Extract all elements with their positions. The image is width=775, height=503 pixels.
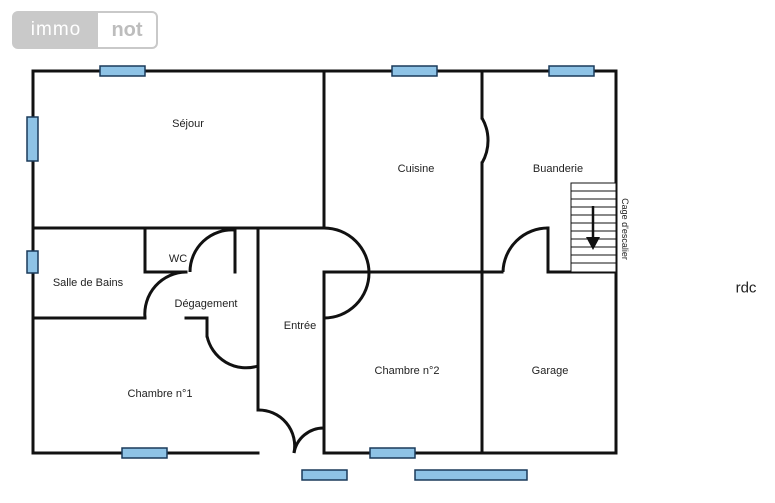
room-label-salle-de-bains: Salle de Bains bbox=[52, 277, 124, 289]
window-entree-bottom bbox=[301, 469, 348, 481]
walls bbox=[31, 69, 618, 455]
room-label-wc: WC bbox=[168, 253, 188, 265]
windows bbox=[26, 65, 595, 481]
logo-text-immo: immo bbox=[30, 19, 82, 40]
window-chambre2-bottom bbox=[369, 447, 416, 459]
room-label-garage: Garage bbox=[531, 365, 569, 377]
stair-arrow-head bbox=[586, 237, 600, 250]
room-label-buanderie: Buanderie bbox=[532, 163, 584, 175]
room-label-cuisine: Cuisine bbox=[397, 163, 435, 175]
room-label-sejour: Séjour bbox=[172, 118, 204, 130]
room-label-entree: Entrée bbox=[283, 320, 317, 332]
room-label-chambre-2: Chambre n°2 bbox=[374, 365, 440, 377]
window-buanderie-top bbox=[548, 65, 595, 77]
window-bains-left bbox=[26, 250, 39, 274]
window-sejour-top bbox=[99, 65, 146, 77]
staircase bbox=[570, 182, 617, 273]
room-label-degagement: Dégagement bbox=[174, 298, 238, 310]
window-chambre1-bottom bbox=[121, 447, 168, 459]
window-garage-bottom bbox=[414, 469, 528, 481]
immonot-logo: immo not bbox=[12, 11, 158, 49]
window-cuisine-top bbox=[391, 65, 438, 77]
logo-text-not: not bbox=[98, 13, 156, 47]
window-sejour-left bbox=[26, 116, 39, 162]
room-label-cage-escalier: Cage d'escalier bbox=[620, 198, 630, 260]
door-swings bbox=[143, 117, 549, 454]
room-label-chambre-1: Chambre n°1 bbox=[127, 388, 193, 400]
level-label: rdc bbox=[735, 279, 757, 297]
